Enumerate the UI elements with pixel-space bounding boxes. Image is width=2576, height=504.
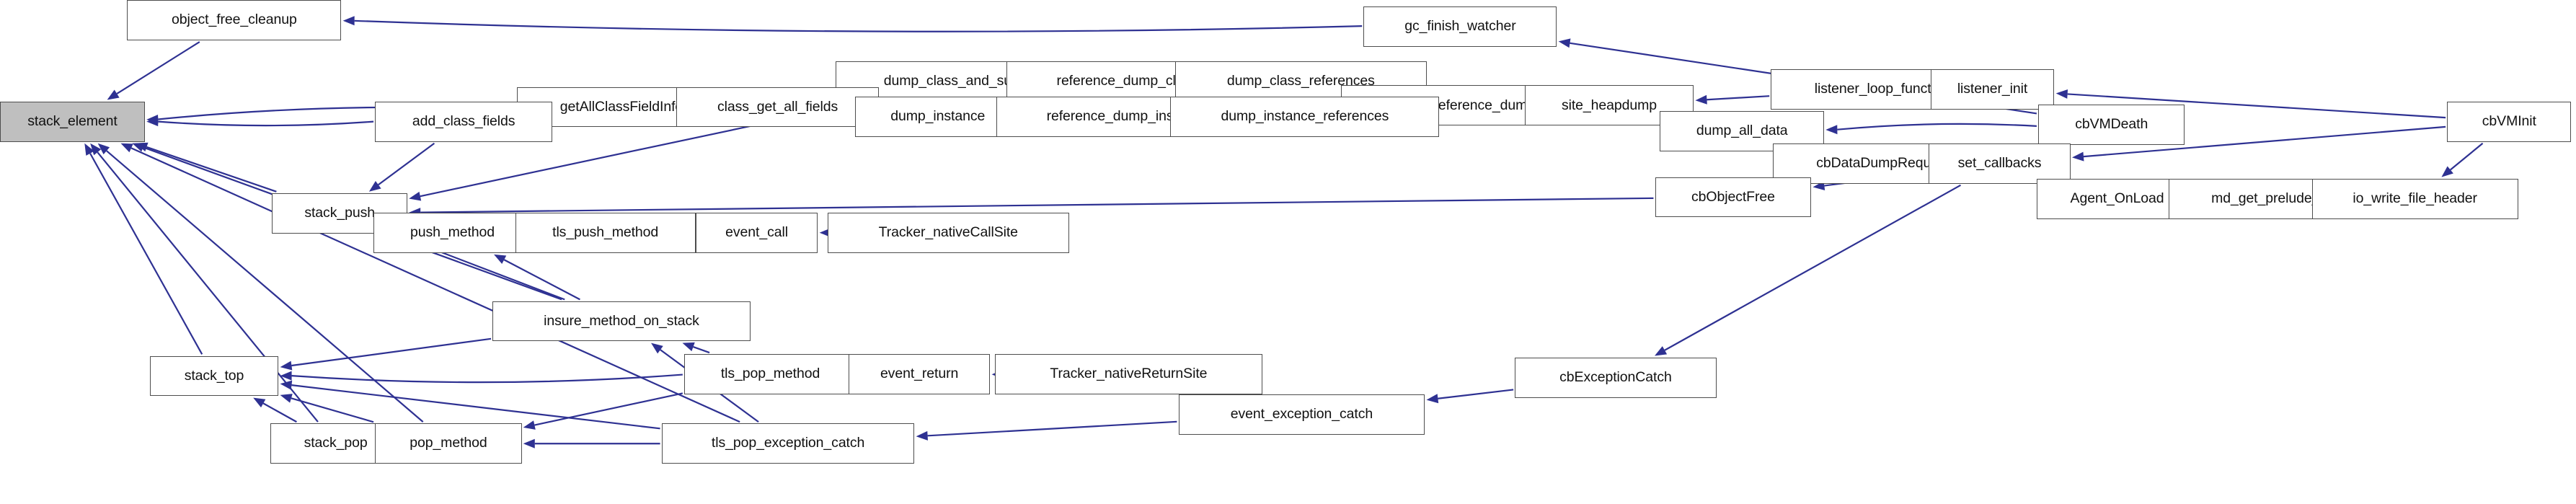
- graph-node-event_call[interactable]: event_call: [695, 212, 818, 253]
- edge-add_class_fields-to-stack_push: [379, 143, 435, 185]
- arrowhead-tls_pop_method-to-pop_method: [523, 420, 536, 430]
- graph-node-dump_instance_references[interactable]: dump_instance_references: [1170, 96, 1440, 137]
- graph-node-stack_top[interactable]: stack_top: [149, 355, 279, 397]
- edge-cbVMInit-to-listener_init: [2068, 94, 2446, 118]
- arrowhead-set_callbacks-to-cbExceptionCatch: [1655, 346, 1668, 356]
- arrowhead-cbExceptionCatch-to-event_exception_catch: [1426, 394, 1439, 404]
- graph-node-cbVMDeath[interactable]: cbVMDeath: [2038, 105, 2185, 145]
- graph-node-tls_pop_exception_catch[interactable]: tls_pop_exception_catch: [661, 423, 915, 464]
- arrowhead-tls_pop_exception_catch-to-pop_method: [523, 438, 535, 448]
- edge-tls_pop_exception_catch-to-stack_element: [131, 148, 740, 422]
- arrowhead-tls_pop_method-to-stack_top: [280, 371, 292, 381]
- edge-insure_method_on_stack-to-stack_top: [291, 339, 491, 366]
- graph-node-dump_instance[interactable]: dump_instance: [854, 96, 1021, 137]
- edge-stack_pop-to-stack_top: [263, 403, 296, 422]
- edge-pop_method-to-stack_element: [107, 151, 423, 422]
- graph-node-event_exception_catch[interactable]: event_exception_catch: [1178, 394, 1425, 435]
- edge-stack_top-to-stack_element: [90, 154, 202, 355]
- graph-node-event_return[interactable]: event_return: [848, 354, 991, 395]
- edge-tls_pop_method-to-insure_method_on_stack: [694, 347, 709, 353]
- graph-node-push_method[interactable]: push_method: [373, 212, 531, 253]
- edge-insure_method_on_stack-to-push_method: [504, 260, 580, 299]
- edge-stack_push-to-stack_element: [146, 147, 276, 192]
- arrowhead-cbVMDeath-to-gc_finish_watcher: [1558, 38, 1571, 48]
- graph-node-Tracker_nativeReturnSite[interactable]: Tracker_nativeReturnSite: [995, 354, 1262, 395]
- edge-pop_method-to-stack_top: [291, 398, 373, 422]
- graph-node-cbVMInit[interactable]: cbVMInit: [2447, 101, 2572, 142]
- arrowhead-object_free_cleanup-to-stack_element: [107, 89, 120, 100]
- edge-tls_pop_method-to-stack_top: [292, 375, 683, 383]
- edge-cbExceptionCatch-to-event_exception_catch: [1438, 389, 1513, 398]
- arrowhead-gc_finish_watcher-to-object_free_cleanup: [342, 16, 355, 26]
- edge-event_exception_catch-to-tls_pop_exception_catch: [928, 422, 1177, 436]
- arrowhead-cbVMInit-to-listener_init: [2055, 89, 2068, 99]
- arrowhead-cbVMInit-to-io_write_file_header: [2441, 166, 2453, 177]
- graph-node-pop_method[interactable]: pop_method: [375, 423, 522, 464]
- arrowhead-add_class_fields-to-stack_element: [146, 117, 159, 127]
- graph-node-listener_init[interactable]: listener_init: [1930, 69, 2055, 110]
- edge-cbVMDeath-to-dump_all_data: [1837, 124, 2037, 130]
- arrowhead-stack_pop-to-stack_element: [90, 143, 102, 156]
- graph-node-io_write_file_header[interactable]: io_write_file_header: [2311, 178, 2518, 219]
- arrowhead-stack_top-to-stack_element: [84, 143, 94, 156]
- arrowhead-insure_method_on_stack-to-stack_element: [132, 143, 145, 152]
- arrowhead-cbVMDeath-to-dump_all_data: [1825, 125, 1838, 135]
- graph-node-add_class_fields[interactable]: add_class_fields: [375, 101, 552, 142]
- edge-add_class_fields-to-stack_element: [158, 122, 373, 126]
- arrowhead-pop_method-to-stack_element: [97, 143, 110, 155]
- edge-object_free_cleanup-to-stack_element: [117, 42, 200, 94]
- arrowhead-cbVMInit-to-set_callbacks: [2072, 151, 2084, 162]
- graph-node-insure_method_on_stack[interactable]: insure_method_on_stack: [492, 301, 751, 342]
- arrowhead-stack_pop-to-stack_top: [253, 397, 266, 408]
- edge-cbVMInit-to-set_callbacks: [2084, 127, 2446, 156]
- edge-cbVMInit-to-io_write_file_header: [2451, 143, 2483, 170]
- edge-gc_finish_watcher-to-object_free_cleanup: [355, 21, 1363, 32]
- graph-node-object_free_cleanup[interactable]: object_free_cleanup: [127, 0, 342, 40]
- arrowhead-dump_class_and_supers-to-stack_push: [409, 191, 422, 201]
- edge-stack_pop-to-stack_element: [97, 152, 318, 422]
- edge-cbObjectFree-to-stack_push: [420, 198, 1653, 213]
- arrowhead-tls_pop_exception_catch-to-insure_method_on_stack: [651, 342, 663, 354]
- graph-node-tls_pop_method[interactable]: tls_pop_method: [684, 354, 857, 395]
- arrowhead-tls_pop_method-to-insure_method_on_stack: [682, 342, 695, 352]
- graph-node-set_callbacks[interactable]: set_callbacks: [1929, 143, 2071, 184]
- graph-node-cbObjectFree[interactable]: cbObjectFree: [1655, 177, 1812, 218]
- arrowhead-event_exception_catch-to-tls_pop_exception_catch: [916, 430, 928, 441]
- edge-tls_pop_method-to-pop_method: [534, 393, 682, 425]
- arrowhead-listener_loop_function-to-site_heapdump: [1695, 94, 1707, 105]
- graph-node-stack_element[interactable]: stack_element: [0, 101, 145, 142]
- arrowhead-insure_method_on_stack-to-push_method: [494, 254, 507, 265]
- graph-node-gc_finish_watcher[interactable]: gc_finish_watcher: [1363, 6, 1557, 47]
- graph-node-class_get_all_fields[interactable]: class_get_all_fields: [676, 87, 880, 128]
- arrowhead-add_class_fields-to-stack_push: [368, 181, 381, 192]
- arrowhead-tls_pop_exception_catch-to-stack_element: [120, 143, 133, 153]
- graph-node-tls_push_method[interactable]: tls_push_method: [515, 212, 696, 253]
- edge-set_callbacks-to-cbExceptionCatch: [1665, 185, 1961, 350]
- arrowhead-insure_method_on_stack-to-stack_top: [280, 361, 293, 371]
- edge-listener_loop_function-to-site_heapdump: [1707, 96, 1769, 100]
- graph-node-cbExceptionCatch[interactable]: cbExceptionCatch: [1515, 357, 1717, 398]
- graph-node-Tracker_nativeCallSite[interactable]: Tracker_nativeCallSite: [827, 212, 1069, 253]
- arrowhead-pop_method-to-stack_top: [280, 394, 293, 403]
- edge-tls_pop_exception_catch-to-stack_top: [291, 385, 660, 428]
